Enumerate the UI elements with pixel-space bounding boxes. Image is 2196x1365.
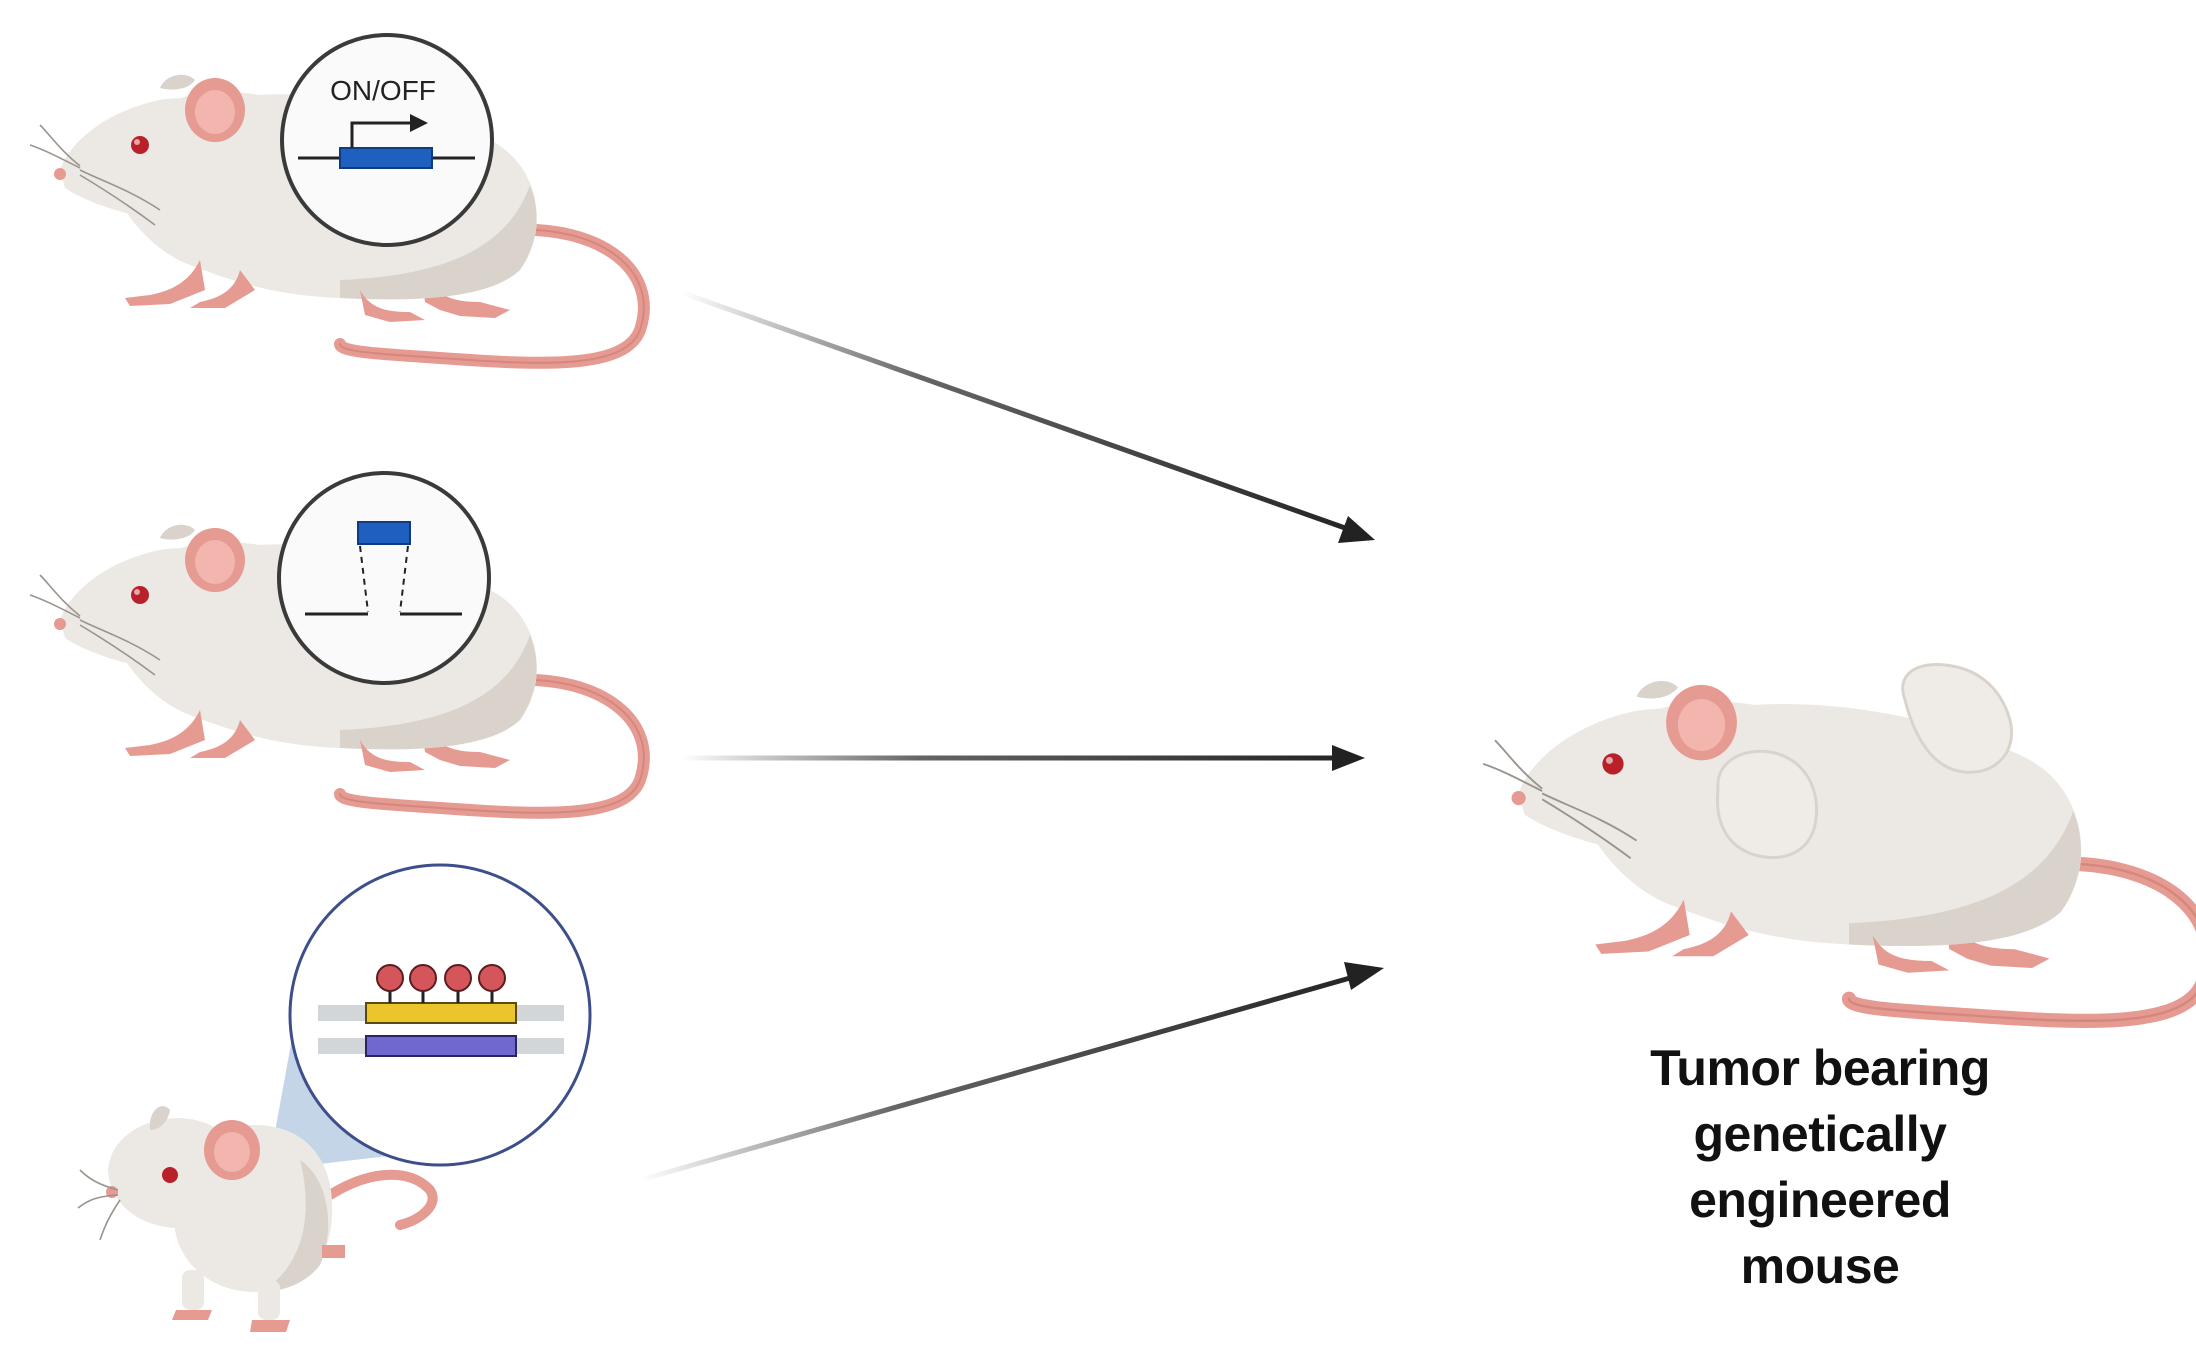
arrow-top xyxy=(679,289,1375,543)
tumor-lump xyxy=(1901,662,2013,774)
inset-knockout xyxy=(277,471,491,685)
result-label-line-2: genetically xyxy=(1693,1106,1947,1162)
result-label-line-1: Tumor bearing xyxy=(1650,1040,1990,1096)
arrowhead-icon xyxy=(1338,516,1375,543)
deleted-gene-segment xyxy=(357,521,411,545)
tumor-lump xyxy=(1715,749,1818,859)
transgene-yellow xyxy=(365,1002,517,1024)
methyl-mark-icon xyxy=(409,964,437,992)
methyl-mark-icon xyxy=(376,964,404,992)
methyl-mark-icon xyxy=(444,964,472,992)
result-label: Tumor bearing genetically engineered mou… xyxy=(1565,1035,2075,1299)
promoter-arrow-icon xyxy=(350,121,412,148)
arrow-bottom xyxy=(639,962,1384,1183)
arrowhead-icon xyxy=(1332,745,1365,771)
arrowhead-icon xyxy=(1344,962,1384,990)
result-label-line-3: engineered xyxy=(1689,1172,1951,1228)
tumor-bearing-mouse xyxy=(1483,662,2196,1020)
methyl-mark-icon xyxy=(478,964,506,992)
inset-conditional: ON/OFF xyxy=(280,33,494,247)
inset-on-off-label: ON/OFF xyxy=(330,75,436,106)
transgene-purple xyxy=(365,1035,517,1057)
arrow-middle xyxy=(680,745,1365,771)
result-label-line-4: mouse xyxy=(1740,1238,1900,1294)
inset-crispr xyxy=(288,863,592,1167)
